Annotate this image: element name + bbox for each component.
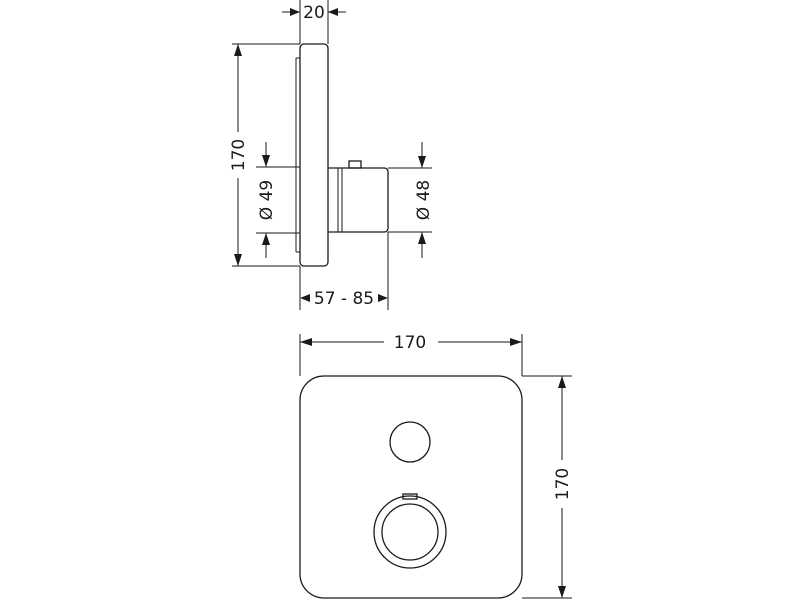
arrow-height-bottom [558, 586, 566, 598]
cover-plate-front [299, 375, 523, 599]
arrow-48-bottom [418, 232, 426, 244]
cover-plate-side [299, 43, 329, 267]
arrow-height-top [558, 376, 566, 388]
dim-label-height: 170 [553, 468, 573, 500]
push-button [389, 421, 431, 463]
arrow-depth-left [300, 294, 310, 302]
dim-label-170-side: 170 [229, 139, 249, 171]
arrow-width-right [510, 338, 522, 346]
dim-label-diameter-48: Ø 48 [414, 180, 434, 220]
knob-outer-ring [373, 495, 447, 569]
arrow-170-bottom [234, 254, 242, 266]
arrow-depth-right [378, 294, 388, 302]
dim-label-width: 170 [394, 333, 426, 353]
knob-side [328, 167, 389, 233]
dim-label-depth: 57 - 85 [314, 289, 374, 309]
knob-marker [348, 160, 362, 169]
dim-label-diameter-49: Ø 49 [257, 180, 277, 220]
arrow-170-top [234, 44, 242, 56]
dim-label-20: 20 [303, 3, 325, 23]
side-view: 20 170 Ø 49 Ø 48 57 - 85 [229, 0, 434, 310]
knob-inner-ring [381, 503, 439, 561]
arrow-20-right [328, 8, 338, 16]
arrow-49-bottom [262, 233, 270, 245]
arrow-20-left [290, 8, 300, 16]
arrow-49-top [262, 155, 270, 167]
knob-indicator [402, 493, 418, 500]
arrow-width-left [300, 338, 312, 346]
front-view: 170 170 [299, 333, 573, 599]
arrow-48-top [418, 156, 426, 168]
